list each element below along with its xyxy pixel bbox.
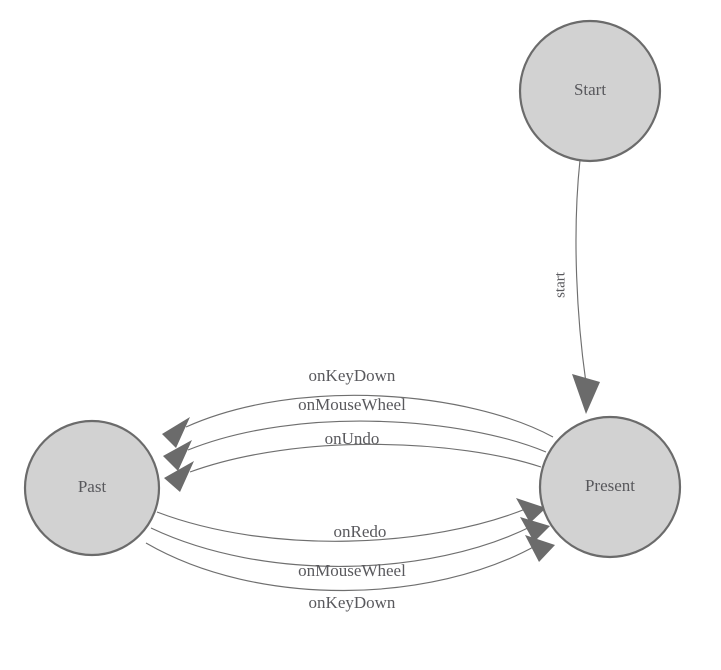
arrowhead-into-past-onkeydown: [162, 417, 190, 448]
node-present-label: Present: [585, 476, 635, 495]
edge-present-to-past-onmousewheel-path: [187, 420, 547, 453]
edge-past-to-present-onredo-path: [156, 507, 529, 542]
edge-label-start: start: [552, 271, 568, 298]
edge-past-to-present-onkeydown[interactable]: onKeyDown: [145, 535, 555, 612]
edge-present-to-past-onkeydown-path: [185, 394, 554, 438]
edge-past-to-present-onredo[interactable]: onRedo: [156, 498, 546, 542]
node-start-circle: [518, 19, 662, 163]
edge-start-to-present-path: [575, 159, 587, 384]
node-past-circle: [23, 419, 161, 557]
edge-label-onundo: onUndo: [325, 429, 380, 448]
node-past-label: Past: [78, 477, 107, 496]
node-start-label: Start: [574, 80, 606, 99]
edge-label-onmousewheel-bottom: onMouseWheel: [298, 561, 406, 580]
edge-present-to-past-onundo-path: [189, 443, 542, 473]
arrowhead-into-past-onmousewheel: [163, 440, 192, 471]
arrowhead-into-past-onundo: [164, 461, 194, 492]
edge-label-onkeydown-top: onKeyDown: [309, 366, 396, 385]
node-start[interactable]: Start: [518, 19, 662, 163]
arrowhead-into-present-onkeydown: [525, 535, 555, 562]
arrowhead-into-present-onmousewheel: [520, 517, 550, 542]
edge-start-to-present[interactable]: start: [552, 159, 600, 414]
edge-present-to-past-onmousewheel[interactable]: onMouseWheel: [163, 395, 547, 471]
edge-past-to-present-onkeydown-path: [145, 542, 538, 592]
edge-present-to-past-onundo[interactable]: onUndo: [164, 429, 542, 492]
node-present-circle: [538, 415, 682, 559]
edge-past-to-present-onmousewheel-path: [150, 525, 533, 567]
node-past[interactable]: Past: [23, 419, 161, 557]
edge-label-onkeydown-bottom: onKeyDown: [309, 593, 396, 612]
edge-present-to-past-onkeydown[interactable]: onKeyDown: [162, 366, 554, 448]
edge-past-to-present-onmousewheel[interactable]: onMouseWheel: [150, 517, 550, 580]
node-present[interactable]: Present: [538, 415, 682, 559]
edge-label-onredo: onRedo: [334, 522, 387, 541]
arrowhead-into-present-onredo: [516, 498, 546, 523]
arrowhead-into-present-from-start: [572, 374, 600, 414]
edge-label-onmousewheel-top: onMouseWheel: [298, 395, 406, 414]
